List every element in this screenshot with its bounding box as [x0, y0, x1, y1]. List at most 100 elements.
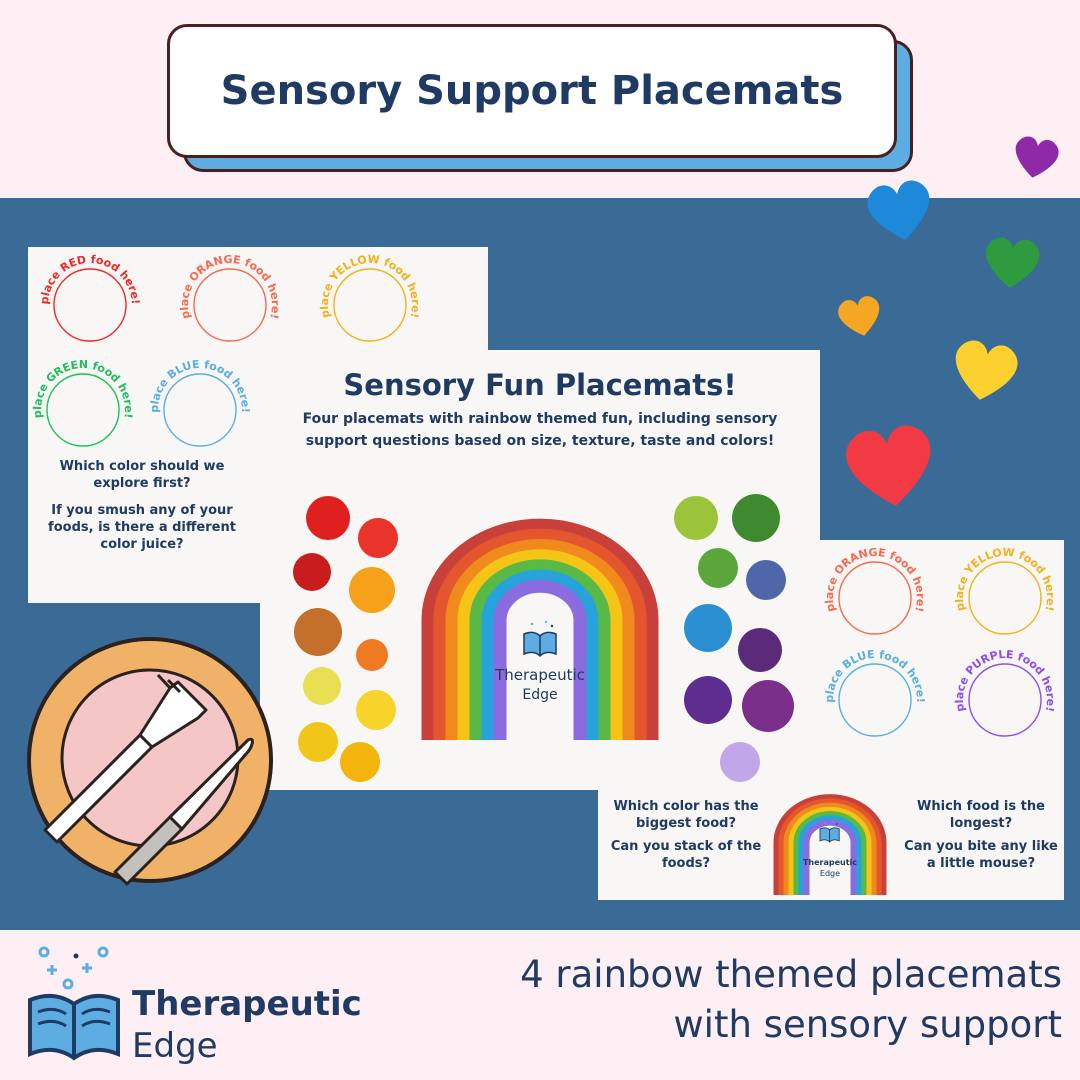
rainbow-band: [788, 806, 872, 895]
carrot-icon: [356, 639, 388, 671]
placemat-left-graphics: place RED food here! place ORANGE food he…: [31, 253, 422, 447]
rainbow-band: [778, 798, 882, 895]
heart-icon: [1015, 136, 1059, 178]
food-circle-label-path: place YELLOW food here!: [953, 546, 1057, 613]
question: Which food is the longest?: [917, 799, 1045, 831]
red-pepper-icon: [293, 553, 331, 591]
orange-icon: [349, 567, 395, 613]
food-circle: place YELLOW food here!: [318, 253, 422, 342]
red-cabbage-icon: [742, 680, 794, 732]
tagline: 4 rainbow themed placemats with sensory …: [520, 950, 1062, 1050]
food-circle: place ORANGE food here!: [823, 546, 927, 635]
food-circle: place RED food here!: [38, 253, 142, 342]
question: Which color should we explore first?: [59, 459, 225, 491]
rainbow-band: [421, 518, 659, 740]
food-circle-outline: [46, 373, 120, 447]
rainbow-band: [433, 528, 647, 740]
food-circle-label-path: place YELLOW food here!: [318, 253, 422, 320]
food-circle-outline: [968, 663, 1042, 737]
plate-with-cutlery-icon: [27, 637, 273, 886]
heart-icon: [955, 340, 1018, 400]
book-logo-icon: [523, 620, 557, 658]
rainbow-band: [773, 794, 887, 895]
food-circle-label-path: place BLUE food here!: [823, 648, 927, 703]
question: Which color has the biggest food?: [613, 799, 759, 831]
rainbow-band: [783, 802, 877, 895]
placemat-subtitle: Four placemats with rainbow themed fun, …: [302, 411, 778, 449]
therapeutic-edge-book-logo-icon: [28, 946, 120, 1061]
rainbow-logo-subtext: Edge: [522, 687, 558, 703]
placemat-right-graphics: place ORANGE food here! place YELLOW food…: [773, 546, 1057, 895]
purple-grapes-icon: [684, 676, 732, 724]
rainbow-band: [457, 549, 623, 740]
food-circle-label: place BLUE food here!: [823, 648, 927, 703]
food-circle-label: place YELLOW food here!: [953, 546, 1057, 613]
food-circle-outline: [838, 561, 912, 635]
food-circle: place BLUE food here!: [148, 358, 252, 447]
banana-icon: [356, 690, 396, 730]
food-circle-outline: [163, 373, 237, 447]
food-circle: place YELLOW food here!: [953, 546, 1057, 635]
food-circle-label-path: place ORANGE food here!: [178, 253, 282, 321]
cupcake-icon: [720, 742, 760, 782]
food-circle-label-path: place ORANGE food here!: [823, 546, 927, 614]
rainbow-logo-text: Therapeutic: [495, 666, 585, 684]
tagline-line-2: with sensory support: [673, 1003, 1062, 1046]
heart-icon: [838, 296, 880, 336]
food-circle-label-path: place RED food here!: [38, 253, 142, 305]
book-logo-icon: [819, 820, 840, 843]
corn-icon: [298, 722, 338, 762]
rainbow-band: [803, 819, 857, 895]
brand-subname: Edge: [132, 1026, 218, 1066]
rainbow-illustration: [421, 518, 659, 740]
rainbow-band: [798, 815, 862, 895]
food-circle-outline: [193, 268, 267, 342]
brand-name: Therapeutic: [132, 984, 362, 1024]
placemat-center-graphics: [293, 494, 794, 782]
food-circle-outline: [968, 561, 1042, 635]
food-circle-label: place BLUE food here!: [148, 358, 252, 413]
yellow-pepper-icon: [340, 742, 380, 782]
mini-logo-text: Therapeutic: [802, 858, 858, 867]
donut-icon: [684, 604, 732, 652]
heart-icon: [986, 237, 1040, 288]
food-circle-label: place ORANGE food here!: [823, 546, 927, 614]
food-circle-label: place ORANGE food here!: [178, 253, 282, 321]
hearts-decoration: [838, 136, 1059, 506]
pumpkin-pie-icon: [294, 608, 342, 656]
rainbow-band: [793, 811, 867, 895]
question: If you smush any of your foods, is there…: [48, 503, 236, 552]
broccoli-icon: [732, 494, 780, 542]
rainbow-band: [469, 559, 611, 740]
tomato-icon: [358, 518, 398, 558]
rainbow-band: [445, 539, 635, 740]
apple-icon: [306, 496, 350, 540]
pear-icon: [303, 667, 341, 705]
placemat-title: Sensory Fun Placemats!: [343, 368, 737, 402]
food-circle-label-path: place BLUE food here!: [148, 358, 252, 413]
food-circle-outline: [53, 268, 127, 342]
page-title: Sensory Support Placemats: [220, 68, 844, 114]
green-grapes-icon: [674, 496, 718, 540]
food-circle: place ORANGE food here!: [178, 253, 282, 342]
food-circle-label: place RED food here!: [38, 253, 142, 305]
question: Can you stack of the foods?: [610, 839, 762, 871]
tagline-line-1: 4 rainbow themed placemats: [520, 953, 1062, 996]
question: Can you bite any like a little mouse?: [904, 839, 1058, 871]
heart-icon: [846, 425, 931, 506]
title-banner: Sensory Support Placemats: [167, 24, 897, 158]
blueberries-icon: [746, 560, 786, 600]
rainbow-band: [493, 579, 587, 740]
placemat-center: Sensory Fun Placemats! Four placemats wi…: [260, 350, 820, 790]
rainbow-band: [481, 569, 599, 740]
food-circle: place GREEN food here!: [31, 358, 135, 447]
peas-icon: [698, 548, 738, 588]
heart-icon: [867, 180, 930, 240]
mini-logo-subtext: Edge: [819, 869, 841, 878]
rainbow-illustration: [773, 794, 887, 895]
food-circle: place BLUE food here!: [823, 648, 927, 737]
eggplant-icon: [738, 628, 782, 672]
food-circle-outline: [838, 663, 912, 737]
food-circle: place PURPLE food here!: [953, 648, 1057, 737]
food-circle-label: place YELLOW food here!: [318, 253, 422, 320]
